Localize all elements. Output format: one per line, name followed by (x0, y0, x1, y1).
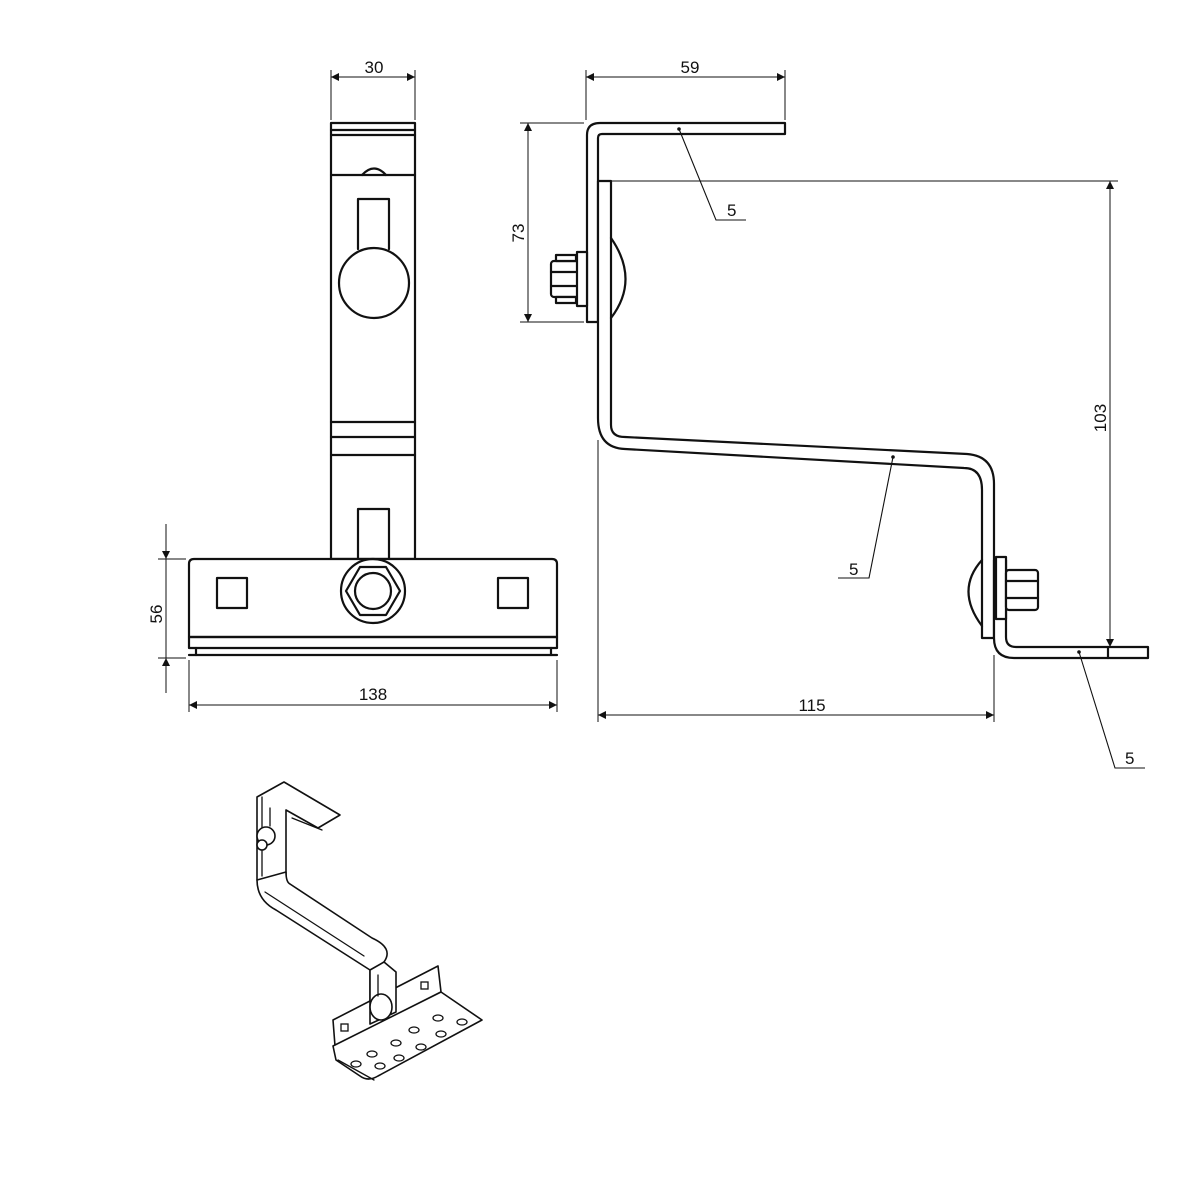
main-bracket (596, 179, 996, 640)
nut-bottom (1004, 568, 1040, 612)
dim-horizontal-offset: 115 (798, 696, 825, 715)
dim-upper-height: 73 (509, 224, 528, 243)
side-view: 59 73 103 115 5 5 5 (509, 58, 1150, 769)
dim-base-width: 138 (359, 685, 387, 704)
front-base-plate (187, 557, 559, 639)
dim-total-height: 103 (1091, 404, 1110, 432)
square-hole-right (496, 576, 530, 610)
thickness-label-middle: 5 (849, 560, 858, 579)
hex-nut (344, 565, 402, 617)
thickness-label-bottom: 5 (1125, 749, 1134, 768)
isometric-view (256, 781, 483, 1081)
square-hole-left (215, 576, 249, 610)
front-arm (329, 121, 417, 561)
thickness-label-top: 5 (727, 201, 736, 220)
front-view: 30 56 138 (147, 58, 559, 712)
lower-foot (992, 558, 1150, 660)
carriage-bolt-head (337, 246, 411, 320)
dim-top-flange: 59 (681, 58, 700, 77)
upper-bracket (585, 121, 787, 324)
dim-width-top: 30 (365, 58, 384, 77)
dim-base-height: 56 (147, 605, 166, 624)
